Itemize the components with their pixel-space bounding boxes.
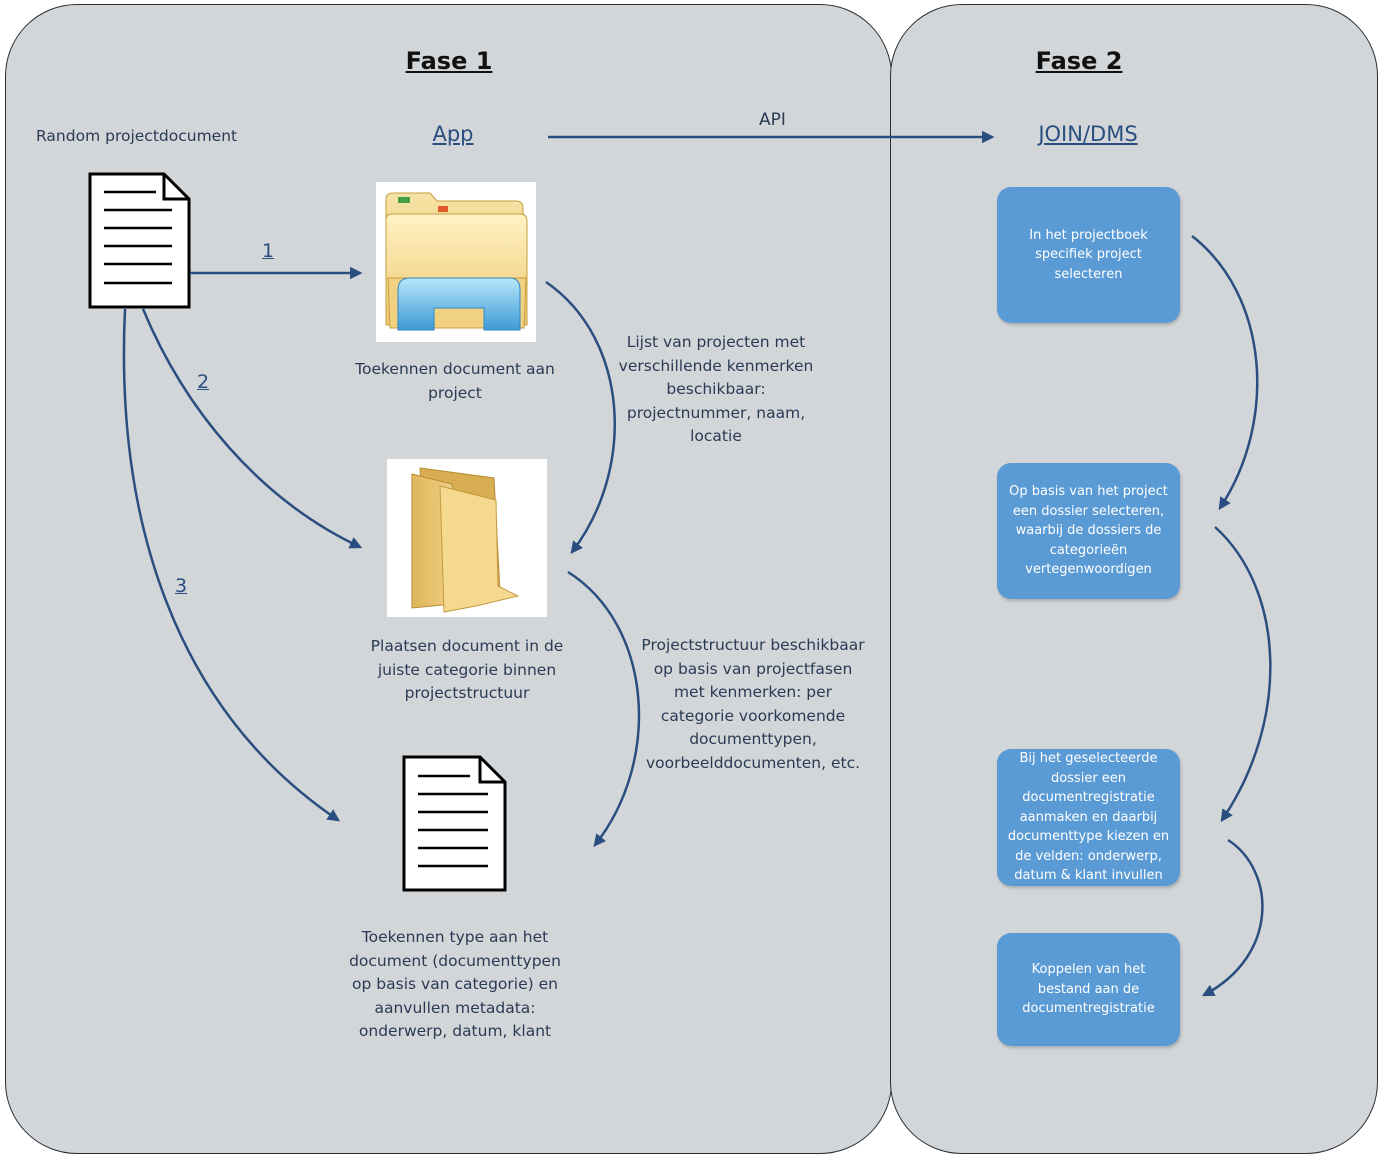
arrow-app-to-folder — [545, 280, 616, 554]
arrow-2 — [141, 308, 363, 549]
arrow-3 — [122, 308, 341, 822]
phase-1-title: Fase 1 — [405, 47, 493, 75]
typed-document-icon — [402, 755, 507, 892]
dms-label: JOIN/DMS — [1038, 122, 1138, 146]
app-label: App — [432, 122, 474, 146]
arrow-number-2: 2 — [197, 371, 210, 393]
category-folder-icon — [387, 459, 547, 617]
arrow-folder-to-document — [567, 570, 641, 847]
arrow-dms-3 — [1201, 838, 1264, 997]
arrow-number-3: 3 — [175, 575, 188, 597]
source-document-icon — [88, 172, 191, 309]
folder-explorer-icon — [376, 182, 536, 342]
arrow-dms-1 — [1191, 235, 1259, 511]
arrow-dms-2 — [1214, 526, 1272, 823]
api-label: API — [759, 110, 786, 130]
phase-2-title: Fase 2 — [1035, 47, 1123, 75]
arrow-number-1: 1 — [262, 240, 275, 262]
source-document-label: Random projectdocument — [36, 127, 238, 145]
